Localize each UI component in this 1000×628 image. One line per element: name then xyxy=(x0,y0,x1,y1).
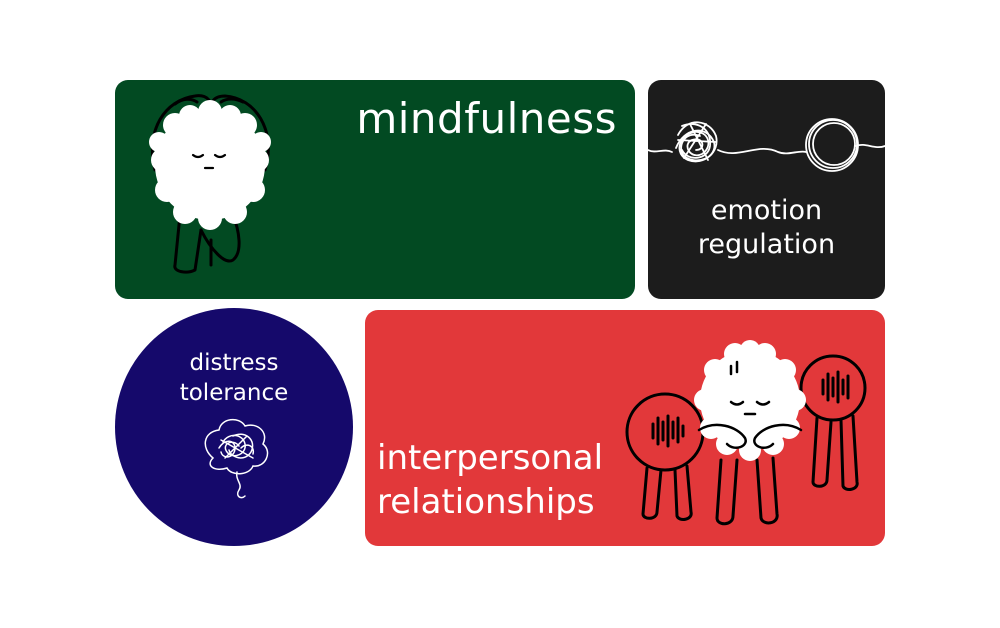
mindfulness-label: mindfulness xyxy=(356,94,617,143)
interpersonal-relationships-label: interpersonal relationships xyxy=(377,438,604,522)
hugging-creatures-icon xyxy=(625,340,867,526)
distress-tolerance-card: distress tolerance xyxy=(115,308,353,546)
emotion-regulation-card: emotion regulation xyxy=(648,80,885,299)
mindfulness-card: mindfulness xyxy=(115,80,635,299)
tangled-string-icon xyxy=(648,118,885,172)
meditating-creature-icon xyxy=(149,94,271,274)
emotion-regulation-label: emotion regulation xyxy=(697,195,836,260)
interpersonal-relationships-card: interpersonal relationships xyxy=(365,310,885,546)
scribble-brain-icon xyxy=(204,418,269,499)
distress-tolerance-label: distress tolerance xyxy=(179,350,289,406)
